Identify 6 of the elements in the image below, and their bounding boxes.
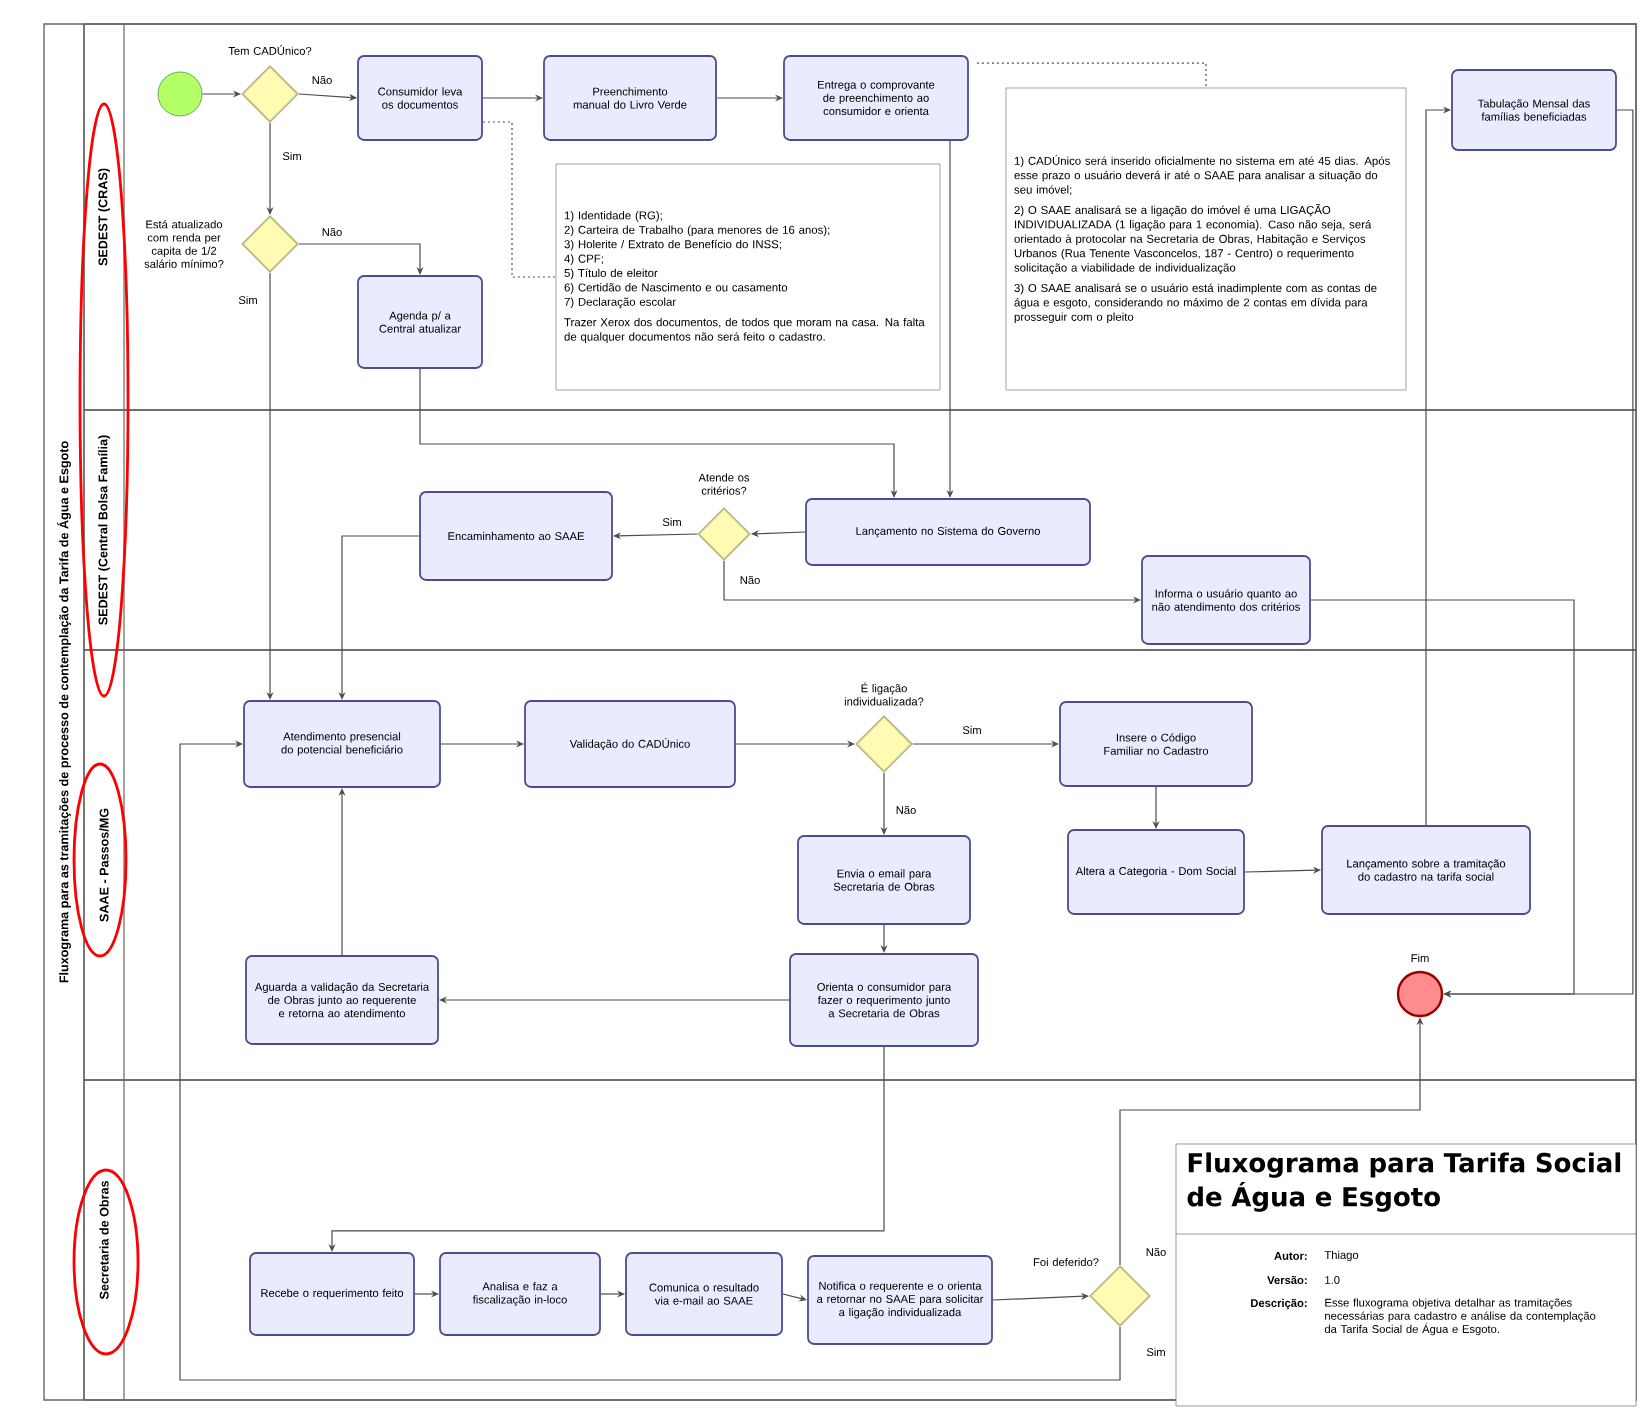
connector-line bbox=[976, 62, 1207, 89]
start-event bbox=[157, 71, 203, 117]
panel-title: Fluxograma para Tarifa Social de Água e Esgoto bbox=[1187, 1152, 1621, 1212]
connector-line bbox=[482, 121, 557, 278]
arrow bbox=[179, 740, 1121, 1381]
arrow bbox=[1310, 599, 1575, 998]
